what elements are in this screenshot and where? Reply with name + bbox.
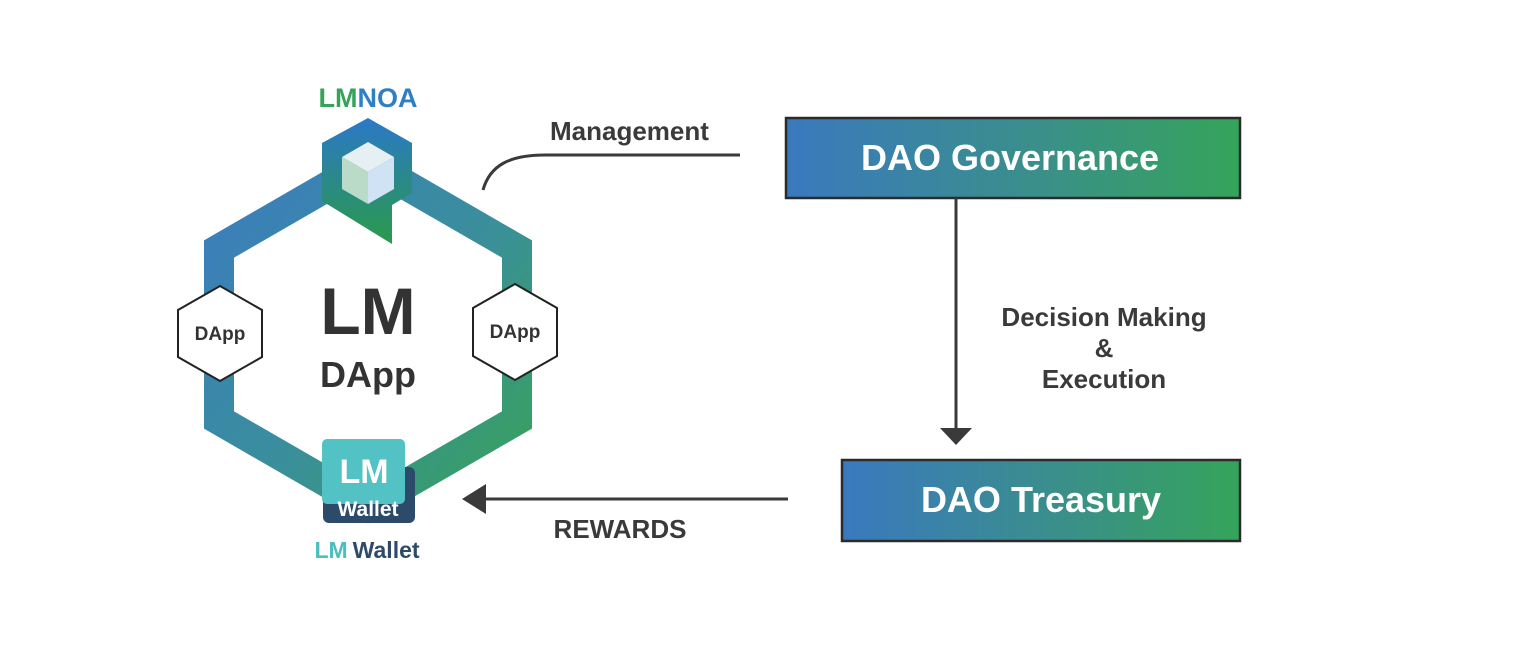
wallet-icon-title: LM [339, 453, 388, 491]
center-subtitle: DApp [320, 354, 416, 395]
center-title: LM [320, 274, 415, 348]
dao-governance-box: DAO Governance [784, 116, 1242, 200]
rewards-arrow-head [462, 484, 486, 514]
lm-wallet-icon: LM Wallet [322, 439, 415, 523]
right-dapp-hex: DApp [472, 282, 558, 382]
decision-label-line3: Execution [1042, 364, 1166, 394]
decision-arrow-head [940, 428, 972, 445]
lmnoa-cube-icon [322, 118, 412, 244]
dao-treasury-box: DAO Treasury [840, 458, 1242, 543]
lmnoa-logo: LMNOA [319, 83, 418, 113]
left-dapp-label: DApp [195, 324, 246, 345]
decision-label-line2: & [1095, 333, 1114, 363]
dao-governance-label: DAO Governance [861, 137, 1159, 178]
wallet-icon-subtitle: Wallet [337, 498, 398, 521]
management-connector [481, 153, 740, 191]
right-dapp-label: DApp [490, 322, 541, 343]
left-dapp-hex: DApp [177, 284, 263, 383]
decision-label-line1: Decision Making [1001, 302, 1206, 332]
management-label: Management [550, 116, 709, 146]
dao-treasury-label: DAO Treasury [921, 479, 1161, 520]
rewards-label: REWARDS [554, 514, 687, 544]
